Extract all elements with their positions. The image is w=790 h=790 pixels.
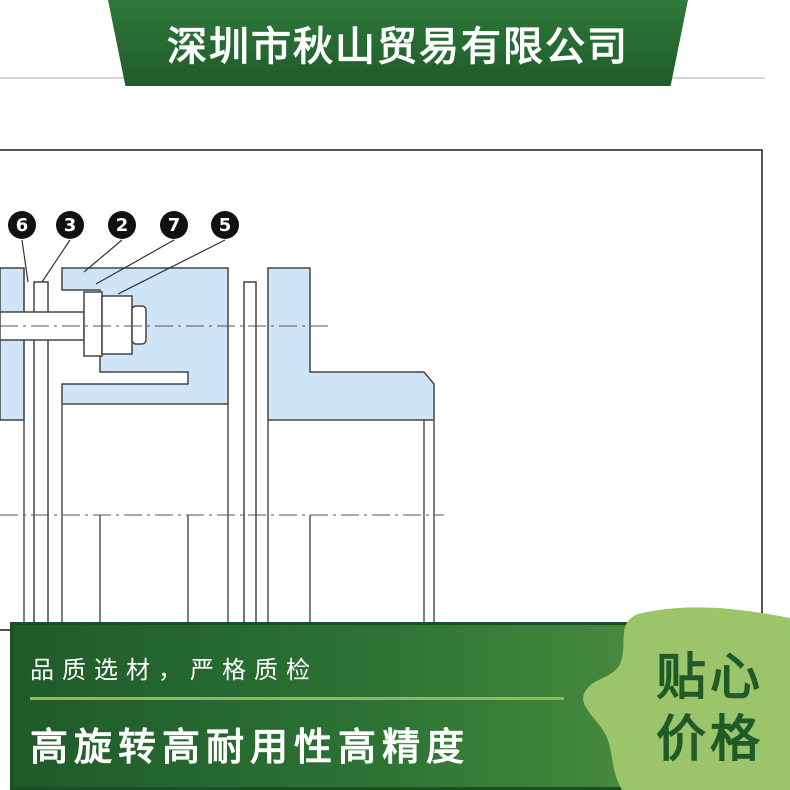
price-badge: 贴心 价格 (640, 646, 780, 770)
bolt-tip (131, 305, 147, 345)
callout-5-label: 5 (219, 215, 232, 236)
callout-7-label: 7 (168, 215, 181, 236)
bolt-washer (83, 291, 103, 357)
bolt-nut (101, 295, 133, 355)
callout-6-label: 6 (16, 215, 29, 236)
callout-3 (56, 211, 84, 239)
callout-2 (108, 211, 136, 239)
left-hub (0, 267, 25, 421)
company-banner: 深圳市秋山贸易有限公司 (108, 0, 688, 86)
callout-5 (211, 211, 239, 239)
callout-7 (160, 211, 188, 239)
disc-plate-mid (243, 281, 257, 631)
tagline-small: 品质选材，严格质检 (30, 656, 318, 684)
badge-line1: 贴心 (656, 648, 764, 706)
tagline-big: 高旋转高耐用性高精度 (30, 725, 471, 769)
callout-3-label: 3 (64, 215, 77, 236)
tagline-divider (30, 697, 564, 700)
callout-2-label: 2 (116, 215, 129, 236)
right-hub (267, 267, 435, 421)
callout-6 (8, 211, 36, 239)
company-name: 深圳市秋山贸易有限公司 (167, 24, 629, 70)
badge-line2: 价格 (656, 710, 764, 768)
price-badge-shape (583, 607, 790, 790)
